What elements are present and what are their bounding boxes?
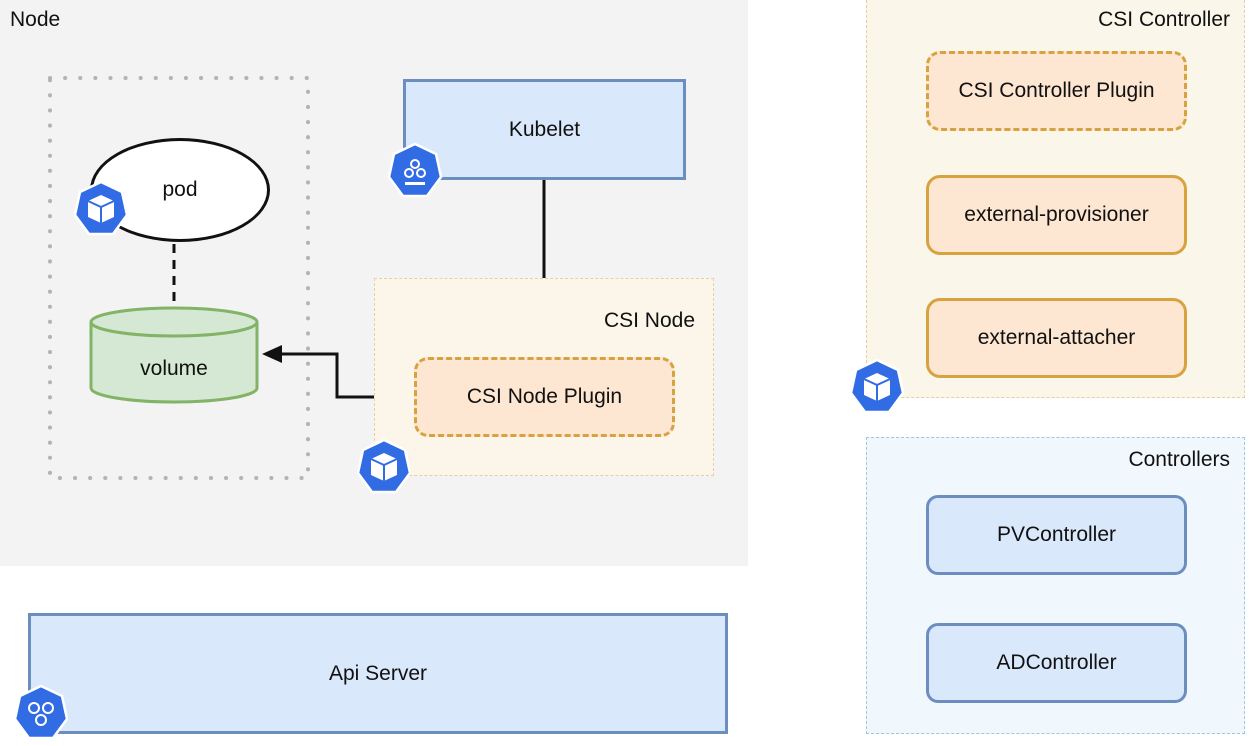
api-server-label: Api Server [328,661,428,685]
pod-cube-icon [73,180,129,236]
ad-controller-label: ADController [996,651,1117,674]
ad-controller-box: ADController [926,623,1187,703]
kubelet-label: Kubelet [508,117,581,141]
api-server-icon [13,684,69,740]
pv-controller-box: PVController [926,495,1187,575]
external-provisioner-box: external-provisioner [926,175,1187,255]
external-attacher-label: external-attacher [977,326,1136,349]
external-attacher-box: external-attacher [926,298,1187,378]
volume-node: volume [88,305,260,405]
pod-node: pod [90,138,270,242]
kubelet-box: Kubelet [403,79,686,180]
pod-label: pod [162,178,198,201]
pod-cube-icon [849,358,905,414]
node-title: Node [10,8,61,31]
csi-controller-plugin-box: CSI Controller Plugin [926,51,1187,131]
api-server-box: Api Server [28,613,728,734]
csi-node-plugin-label: CSI Node Plugin [466,385,623,408]
pod-cube-icon [356,438,412,494]
external-provisioner-label: external-provisioner [964,203,1149,226]
csi-node-title: CSI Node [603,309,695,332]
pv-controller-label: PVController [996,523,1117,546]
controllers-title: Controllers [1128,448,1230,471]
csi-node-plugin-box: CSI Node Plugin [414,357,675,437]
csi-controller-title: CSI Controller [1098,8,1230,31]
kubelet-icon [387,142,443,198]
pod-group-boundary [48,76,310,480]
volume-label: volume [140,357,208,380]
csi-controller-plugin-label: CSI Controller Plugin [958,79,1155,102]
